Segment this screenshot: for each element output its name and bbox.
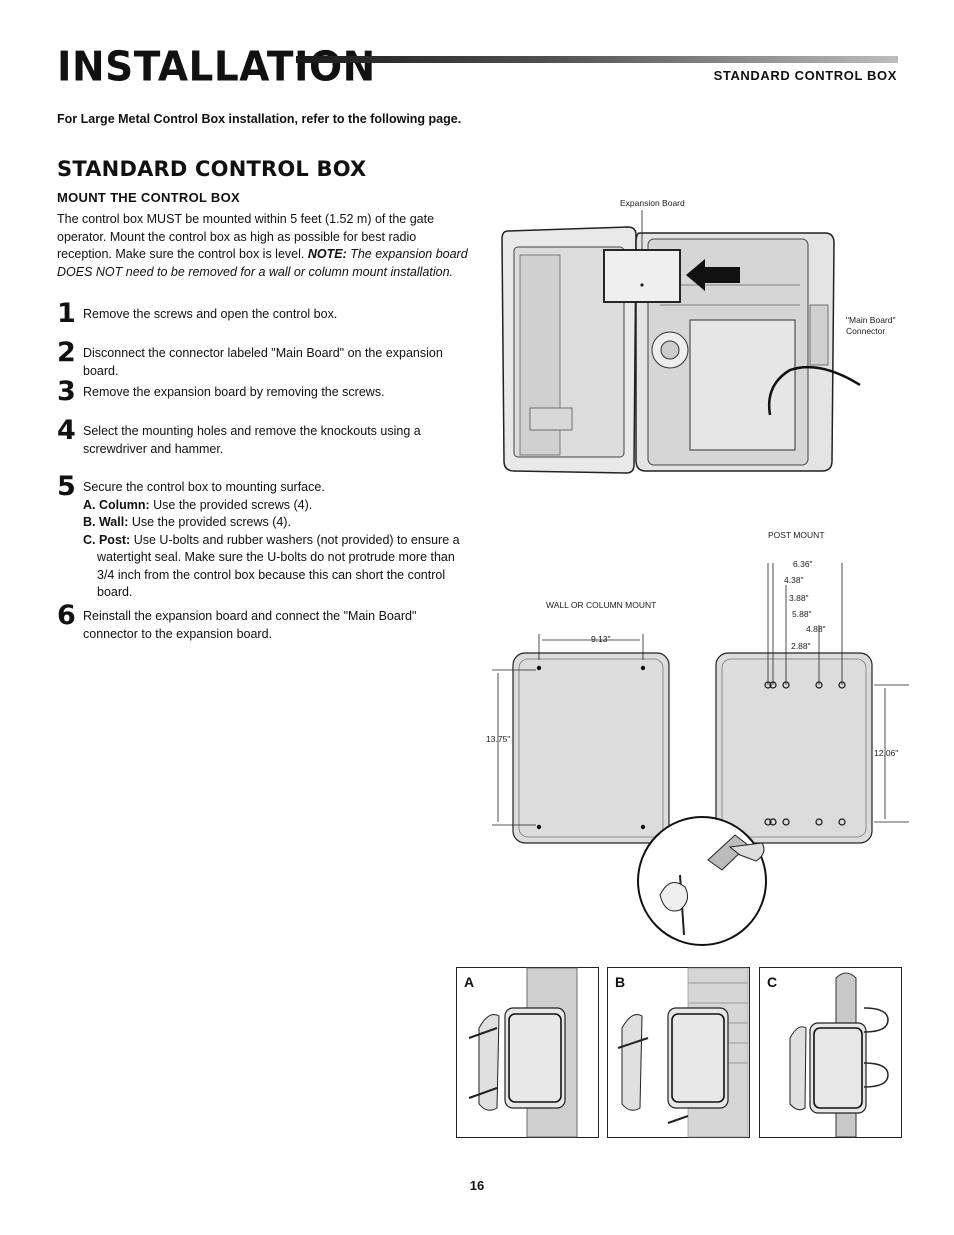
- mount-option-column: A. Column: Use the provided screws (4).: [83, 497, 469, 515]
- post-mount-illustration: [789, 972, 889, 1138]
- note-label: NOTE:: [307, 247, 347, 261]
- option-label: C. Post:: [83, 532, 131, 547]
- panel-post-mount: C: [759, 967, 902, 1138]
- note-text: The expansion board DOES NOT need to be …: [57, 247, 468, 279]
- knockout-hammer-inset: [637, 816, 767, 946]
- open-control-box-illustration: [501, 226, 861, 474]
- intro-paragraph: The control box MUST be mounted within 5…: [57, 211, 469, 281]
- wall-mount-label: WALL OR COLUMN MOUNT: [546, 600, 657, 610]
- expansion-board-label: Expansion Board: [620, 198, 685, 208]
- step-text: Select the mounting holes and remove the…: [83, 424, 421, 456]
- panel-letter: A: [464, 974, 475, 990]
- step-number: 3: [57, 376, 76, 407]
- post-height-dim: 12.06": [874, 748, 899, 758]
- post-mount-label: POST MOUNT: [768, 530, 825, 540]
- step-text: Remove the screws and open the control b…: [83, 307, 338, 321]
- wall-mount-illustration: [617, 967, 749, 1138]
- main-board-label-line1: "Main Board": [846, 315, 896, 325]
- mount-option-post: C. Post: Use U-bolts and rubber washers …: [83, 532, 469, 602]
- sub-heading: MOUNT THE CONTROL BOX: [57, 190, 240, 205]
- step-text: Remove the expansion board by removing t…: [83, 385, 385, 399]
- step-5: 5 Secure the control box to mounting sur…: [57, 473, 469, 602]
- step-text: Secure the control box to mounting surfa…: [83, 479, 469, 602]
- post-dim-1: 6.36": [793, 559, 813, 569]
- intro-note: For Large Metal Control Box installation…: [57, 112, 462, 126]
- intro-text: The control box MUST be mounted within 5…: [57, 212, 435, 261]
- post-dim-5: 4.88": [806, 624, 826, 634]
- step-number: 2: [57, 337, 76, 368]
- step-3: 3 Remove the expansion board by removing…: [57, 378, 469, 405]
- step-number: 5: [57, 471, 76, 502]
- step-6: 6 Reinstall the expansion board and conn…: [57, 602, 469, 643]
- wall-mount-diagram: [492, 634, 670, 844]
- option-label: B. Wall:: [83, 515, 129, 529]
- section-heading: STANDARD CONTROL BOX: [57, 157, 367, 181]
- page-number: 16: [469, 1178, 485, 1193]
- step-4: 4 Select the mounting holes and remove t…: [57, 417, 469, 458]
- main-board-label-line2: Connector: [846, 326, 886, 336]
- post-dim-6: 2.88": [791, 641, 811, 651]
- page-title: INSTALLATION: [57, 43, 376, 92]
- panel-column-mount: A: [456, 967, 599, 1138]
- step-5-intro: Secure the control box to mounting surfa…: [83, 480, 325, 494]
- mount-option-wall: B. Wall: Use the provided screws (4).: [83, 514, 469, 532]
- step-text: Disconnect the connector labeled "Main B…: [83, 346, 443, 378]
- step-2: 2 Disconnect the connector labeled "Main…: [57, 339, 469, 380]
- wall-height-dim: 13.75": [486, 734, 511, 744]
- step-text: Reinstall the expansion board and connec…: [83, 609, 417, 641]
- step-1: 1 Remove the screws and open the control…: [57, 300, 469, 327]
- option-text: Use the provided screws (4).: [131, 515, 291, 529]
- wall-width-dim: 9.13": [591, 634, 611, 644]
- post-dim-2: 4.38": [784, 575, 804, 585]
- header-section-label: STANDARD CONTROL BOX: [713, 68, 897, 83]
- panel-letter: C: [767, 974, 778, 990]
- option-text: Use the provided screws (4).: [153, 497, 313, 512]
- title-rule: [296, 56, 898, 63]
- panel-wall-mount: B: [607, 967, 750, 1138]
- option-text: Use U-bolts and rubber washers (not prov…: [97, 532, 460, 600]
- step-number: 1: [57, 298, 76, 329]
- expansion-board-leader: [641, 210, 643, 250]
- column-mount-illustration: [468, 967, 578, 1138]
- post-dim-4: 5.88": [792, 609, 812, 619]
- post-mount-diagram: [715, 563, 909, 844]
- step-number: 6: [57, 600, 76, 631]
- main-board-connector-label: "Main Board" Connector: [846, 315, 896, 337]
- panel-letter: B: [615, 974, 626, 990]
- option-label: A. Column:: [83, 497, 150, 512]
- step-number: 4: [57, 415, 76, 446]
- post-dim-3: 3.88": [789, 593, 809, 603]
